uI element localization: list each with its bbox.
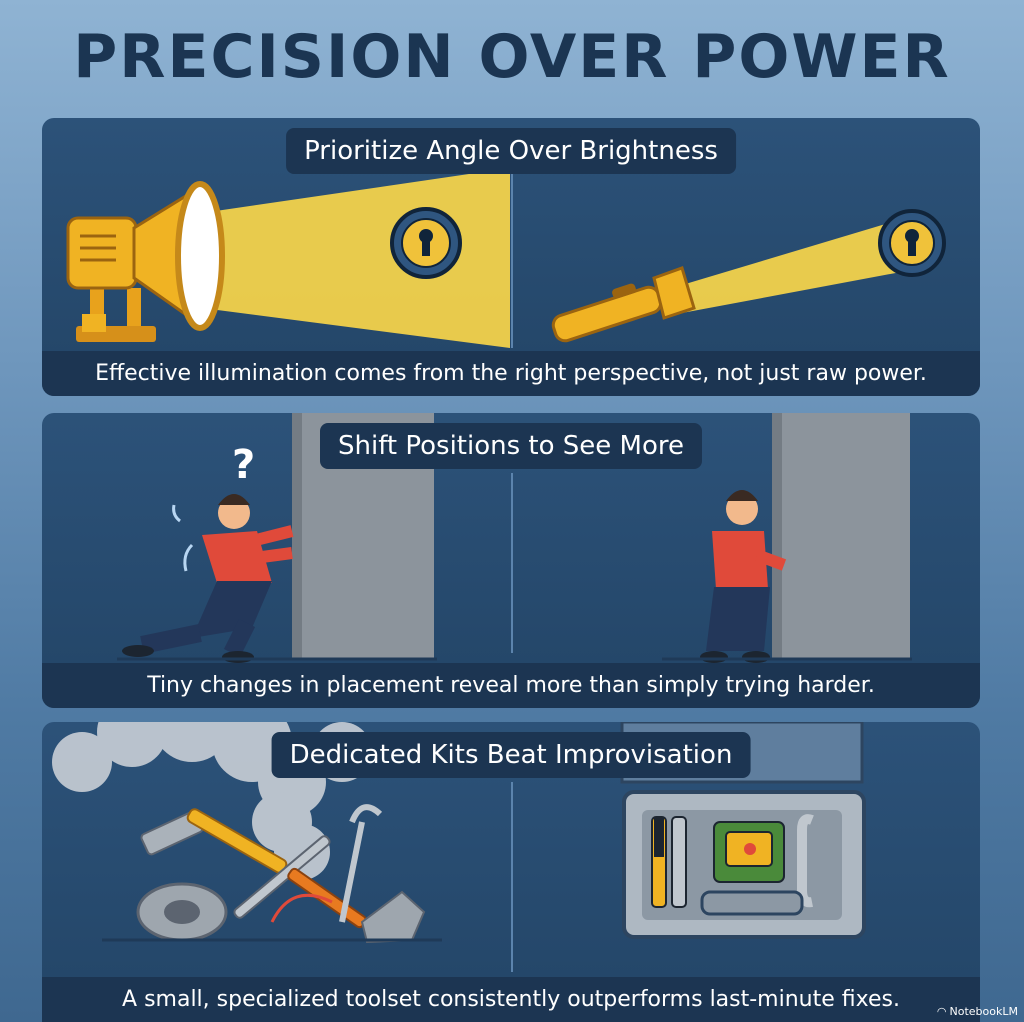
- panel-heading: Shift Positions to See More: [320, 423, 702, 469]
- panel-divider: [511, 782, 513, 972]
- panel-caption: Tiny changes in placement reveal more th…: [42, 663, 980, 708]
- wall-icon: [772, 413, 910, 659]
- keyhole-icon: [390, 207, 462, 279]
- toolkit-case-icon: [620, 722, 866, 939]
- flashlight-icon: [551, 213, 922, 343]
- panel-caption: Effective illumination comes from the ri…: [42, 351, 980, 396]
- panel-divider: [511, 473, 513, 653]
- panel-heading: Prioritize Angle Over Brightness: [286, 128, 736, 174]
- pushing-person-icon: [122, 494, 294, 663]
- peeking-person-icon: [700, 490, 787, 663]
- panel-illustration: [66, 168, 946, 348]
- question-mark: ?: [232, 442, 255, 488]
- notebooklm-logo-icon: ◠: [936, 1005, 947, 1018]
- panel-illustration: [52, 722, 866, 944]
- watermark: ◠ NotebookLM: [937, 1005, 1018, 1018]
- panel-heading: Dedicated Kits Beat Improvisation: [271, 732, 751, 778]
- panel-shift-positions: ? Shift Positions to See More Tiny chang…: [42, 413, 980, 708]
- tool-pile-icon: [102, 804, 442, 944]
- page-title: PRECISION OVER POWER: [73, 22, 951, 92]
- panel-dedicated-kits: Dedicated Kits Beat Improvisation A smal…: [42, 722, 980, 1022]
- watermark-text: NotebookLM: [949, 1005, 1018, 1018]
- panel-divider: [511, 158, 513, 348]
- panel-caption: A small, specialized toolset consistentl…: [42, 977, 980, 1022]
- keyhole-icon: [878, 209, 946, 277]
- panel-angle-over-brightness: Prioritize Angle Over Brightness Effecti…: [42, 118, 980, 396]
